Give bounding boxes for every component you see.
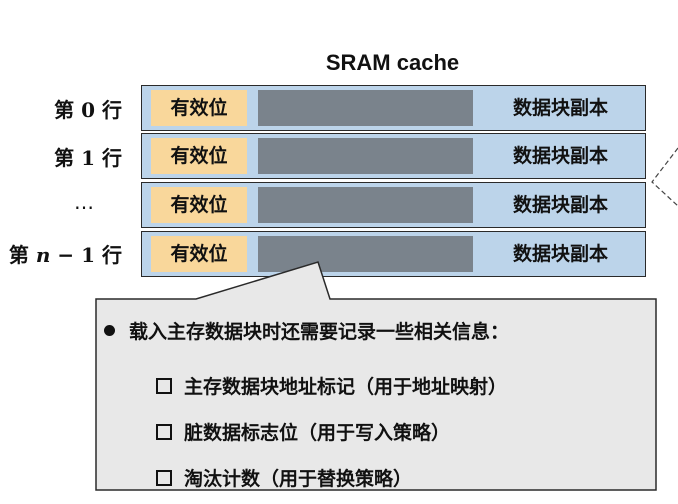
- row-label-minus: −: [57, 243, 82, 267]
- callout-main-text: 载入主存数据块时还需要记录一些相关信息：: [129, 321, 510, 343]
- row-label-n: n: [35, 243, 51, 267]
- row-label-prefix: 第: [8, 243, 29, 267]
- checkbox-square-icon: [156, 377, 172, 394]
- tag-field-cell: [258, 90, 473, 126]
- row-label-last: 第 n − 1 行: [9, 239, 122, 268]
- cache-row-0: 有效位 数据块副本: [141, 85, 646, 131]
- valid-bit-cell: 有效位: [151, 90, 247, 126]
- cache-row-last: 有效位 数据块副本: [141, 231, 646, 277]
- row-label-prefix: 第: [54, 98, 75, 122]
- row-label-1: 第 1 行: [54, 142, 122, 171]
- row-label-index: 0: [81, 98, 96, 122]
- dashed-pointer: [651, 147, 678, 207]
- cache-row-1: 有效位 数据块副本: [141, 133, 646, 179]
- checkbox-square-icon: [156, 423, 172, 440]
- row-label-suffix: 行: [102, 146, 122, 170]
- callout-item-tag: 主存数据块地址标记（用于地址映射）: [104, 364, 644, 410]
- tag-field-cell: [258, 187, 473, 223]
- valid-bit-cell: 有效位: [151, 187, 247, 223]
- cache-title: SRAM cache: [325, 50, 460, 75]
- row-label-0: 第 0 行: [54, 94, 122, 123]
- bullet-dot-icon: [104, 325, 115, 336]
- row-label-ellipsis: …: [74, 190, 94, 214]
- valid-bit-cell: 有效位: [151, 138, 247, 174]
- data-block-copy-cell: 数据块副本: [512, 97, 608, 119]
- tag-field-cell: [258, 138, 473, 174]
- data-block-copy-cell: 数据块副本: [512, 194, 608, 216]
- callout-item-replace: 淘汰计数（用于替换策略）: [104, 456, 644, 502]
- callout-item-text: 脏数据标志位（用于写入策略）: [184, 422, 451, 444]
- callout-balloon: [95, 261, 657, 491]
- row-label-suffix: 行: [102, 98, 122, 122]
- callout-content: 载入主存数据块时还需要记录一些相关信息： 主存数据块地址标记（用于地址映射） 脏…: [104, 316, 644, 502]
- callout-main-line: 载入主存数据块时还需要记录一些相关信息：: [104, 316, 644, 348]
- data-block-copy-cell: 数据块副本: [512, 145, 608, 167]
- row-label-index: 1: [81, 243, 96, 267]
- row-label-suffix: 行: [102, 243, 122, 267]
- callout-item-text: 淘汰计数（用于替换策略）: [184, 468, 413, 490]
- cache-row-2: 有效位 数据块副本: [141, 182, 646, 228]
- tag-field-cell: [258, 236, 473, 272]
- checkbox-square-icon: [156, 469, 172, 486]
- sram-cache-table: 有效位 数据块副本 有效位 数据块副本 有效位 数据块副本 有效位 数据块副本: [141, 85, 646, 277]
- callout-item-text: 主存数据块地址标记（用于地址映射）: [184, 376, 508, 398]
- valid-bit-cell: 有效位: [151, 236, 247, 272]
- row-label-index: 1: [81, 146, 96, 170]
- data-block-copy-cell: 数据块副本: [512, 243, 608, 265]
- callout-item-dirty: 脏数据标志位（用于写入策略）: [104, 410, 644, 456]
- row-label-prefix: 第: [54, 146, 75, 170]
